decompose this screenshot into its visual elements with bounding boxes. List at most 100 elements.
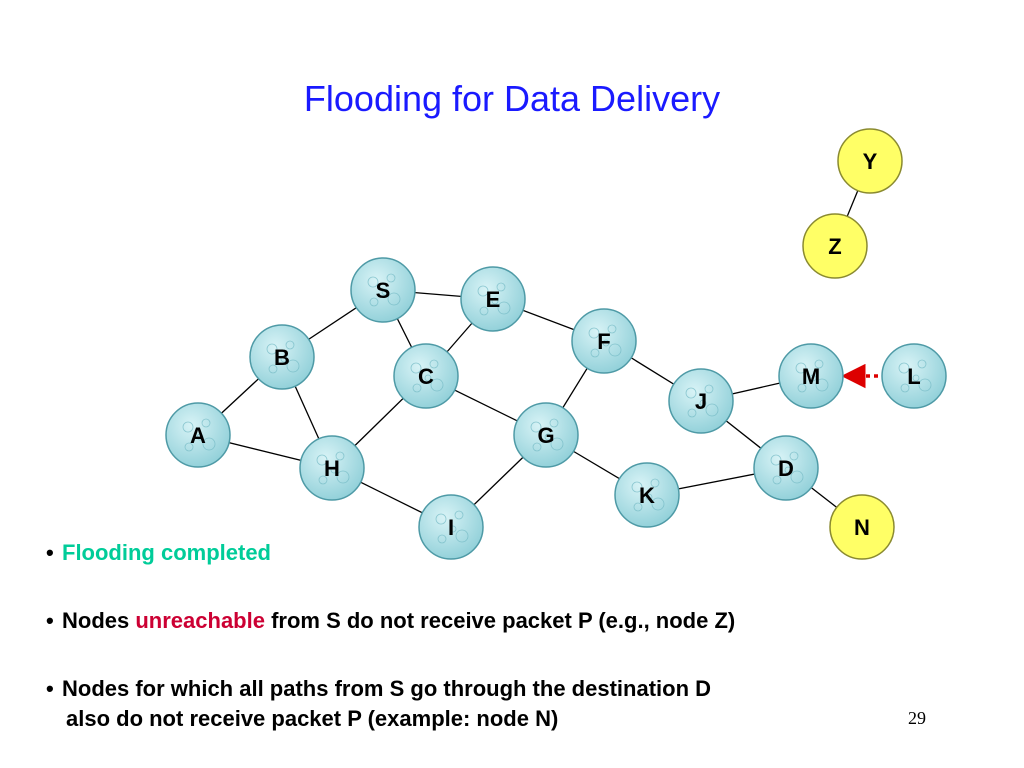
node-label: E bbox=[486, 287, 501, 312]
node-n: N bbox=[829, 494, 895, 560]
node-label: Y bbox=[863, 149, 878, 174]
node-texture bbox=[917, 359, 927, 369]
node-texture bbox=[496, 282, 506, 292]
node-texture bbox=[797, 383, 807, 393]
node-label: K bbox=[639, 483, 655, 508]
bullet-text-plain: Nodes for which all paths from S go thro… bbox=[62, 676, 712, 701]
node-texture bbox=[449, 525, 457, 533]
node-texture bbox=[410, 362, 422, 374]
node-circle bbox=[829, 494, 895, 560]
node-texture bbox=[386, 273, 396, 283]
node-texture bbox=[330, 466, 338, 474]
node-texture bbox=[184, 442, 194, 452]
bullet-continuation: also do not receive packet P (example: n… bbox=[66, 706, 559, 731]
bullet-dot: • bbox=[46, 608, 54, 633]
node-label: C bbox=[418, 364, 434, 389]
bullet-dot: • bbox=[46, 540, 54, 565]
bullet-destination-paths: • Nodes for which all paths from S go thr… bbox=[46, 676, 711, 732]
node-texture bbox=[381, 288, 389, 296]
node-texture bbox=[335, 451, 345, 461]
node-f: F bbox=[571, 308, 637, 374]
node-a: A bbox=[165, 402, 231, 468]
node-i: I bbox=[418, 494, 484, 560]
node-texture bbox=[650, 478, 660, 488]
node-texture bbox=[633, 502, 643, 512]
node-texture bbox=[201, 418, 211, 428]
node-texture bbox=[651, 497, 665, 511]
node-texture bbox=[814, 359, 824, 369]
node-j: J bbox=[668, 368, 734, 434]
node-y: Y bbox=[837, 128, 903, 194]
node-texture bbox=[266, 343, 278, 355]
node-texture bbox=[367, 276, 379, 288]
node-texture bbox=[497, 301, 511, 315]
node-label: L bbox=[907, 364, 920, 389]
node-texture bbox=[285, 340, 295, 350]
node-texture bbox=[809, 374, 817, 382]
node-texture bbox=[437, 534, 447, 544]
node-texture bbox=[412, 383, 422, 393]
bullet-text-red: unreachable bbox=[135, 608, 265, 633]
node-s: S bbox=[350, 257, 416, 323]
node-texture bbox=[387, 292, 401, 306]
node-h: H bbox=[299, 435, 365, 501]
node-label: Z bbox=[828, 234, 841, 259]
node-texture bbox=[608, 343, 622, 357]
node-texture bbox=[550, 437, 564, 451]
node-texture bbox=[784, 466, 792, 474]
node-texture bbox=[687, 408, 697, 418]
node-texture bbox=[369, 297, 379, 307]
node-texture bbox=[530, 421, 542, 433]
node-texture bbox=[770, 454, 782, 466]
node-texture bbox=[588, 327, 600, 339]
node-texture bbox=[268, 364, 278, 374]
node-texture bbox=[699, 399, 707, 407]
node-texture bbox=[789, 451, 799, 461]
node-texture bbox=[532, 442, 542, 452]
bullet-dot: • bbox=[46, 676, 54, 701]
node-texture bbox=[430, 378, 444, 392]
node-texture bbox=[424, 374, 432, 382]
node-texture bbox=[477, 285, 489, 297]
node-label: B bbox=[274, 345, 290, 370]
node-label: N bbox=[854, 515, 870, 540]
node-k: K bbox=[614, 462, 680, 528]
node-label: G bbox=[537, 423, 554, 448]
node-texture bbox=[900, 383, 910, 393]
node-layer: S E F B C M L J A G H D K I N Y Z bbox=[165, 128, 947, 560]
node-l: L bbox=[881, 343, 947, 409]
node-texture bbox=[316, 454, 328, 466]
node-texture bbox=[590, 348, 600, 358]
node-texture bbox=[435, 513, 447, 525]
node-texture bbox=[429, 359, 439, 369]
node-texture bbox=[631, 481, 643, 493]
node-texture bbox=[918, 378, 932, 392]
node-label: M bbox=[802, 364, 820, 389]
node-label: D bbox=[778, 456, 794, 481]
node-c: C bbox=[393, 343, 459, 409]
bullet-text-plain: from S do not receive packet P (e.g., no… bbox=[264, 608, 736, 633]
node-e: E bbox=[460, 266, 526, 332]
node-circle bbox=[802, 213, 868, 279]
node-texture bbox=[280, 355, 288, 363]
node-texture bbox=[196, 433, 204, 441]
node-d: D bbox=[753, 435, 819, 501]
node-label: I bbox=[448, 515, 454, 540]
node-texture bbox=[898, 362, 910, 374]
bullet-flooding-completed: •Flooding completed bbox=[46, 540, 271, 566]
node-m: M bbox=[778, 343, 844, 409]
node-texture bbox=[479, 306, 489, 316]
node-label: H bbox=[324, 456, 340, 481]
slide-title: Flooding for Data Delivery bbox=[303, 78, 721, 119]
node-texture bbox=[318, 475, 328, 485]
node-texture bbox=[790, 470, 804, 484]
node-b: B bbox=[249, 324, 315, 390]
node-z: Z bbox=[802, 213, 868, 279]
node-texture bbox=[491, 297, 499, 305]
node-texture bbox=[202, 437, 216, 451]
node-texture bbox=[182, 421, 194, 433]
node-circle bbox=[837, 128, 903, 194]
node-texture bbox=[705, 403, 719, 417]
